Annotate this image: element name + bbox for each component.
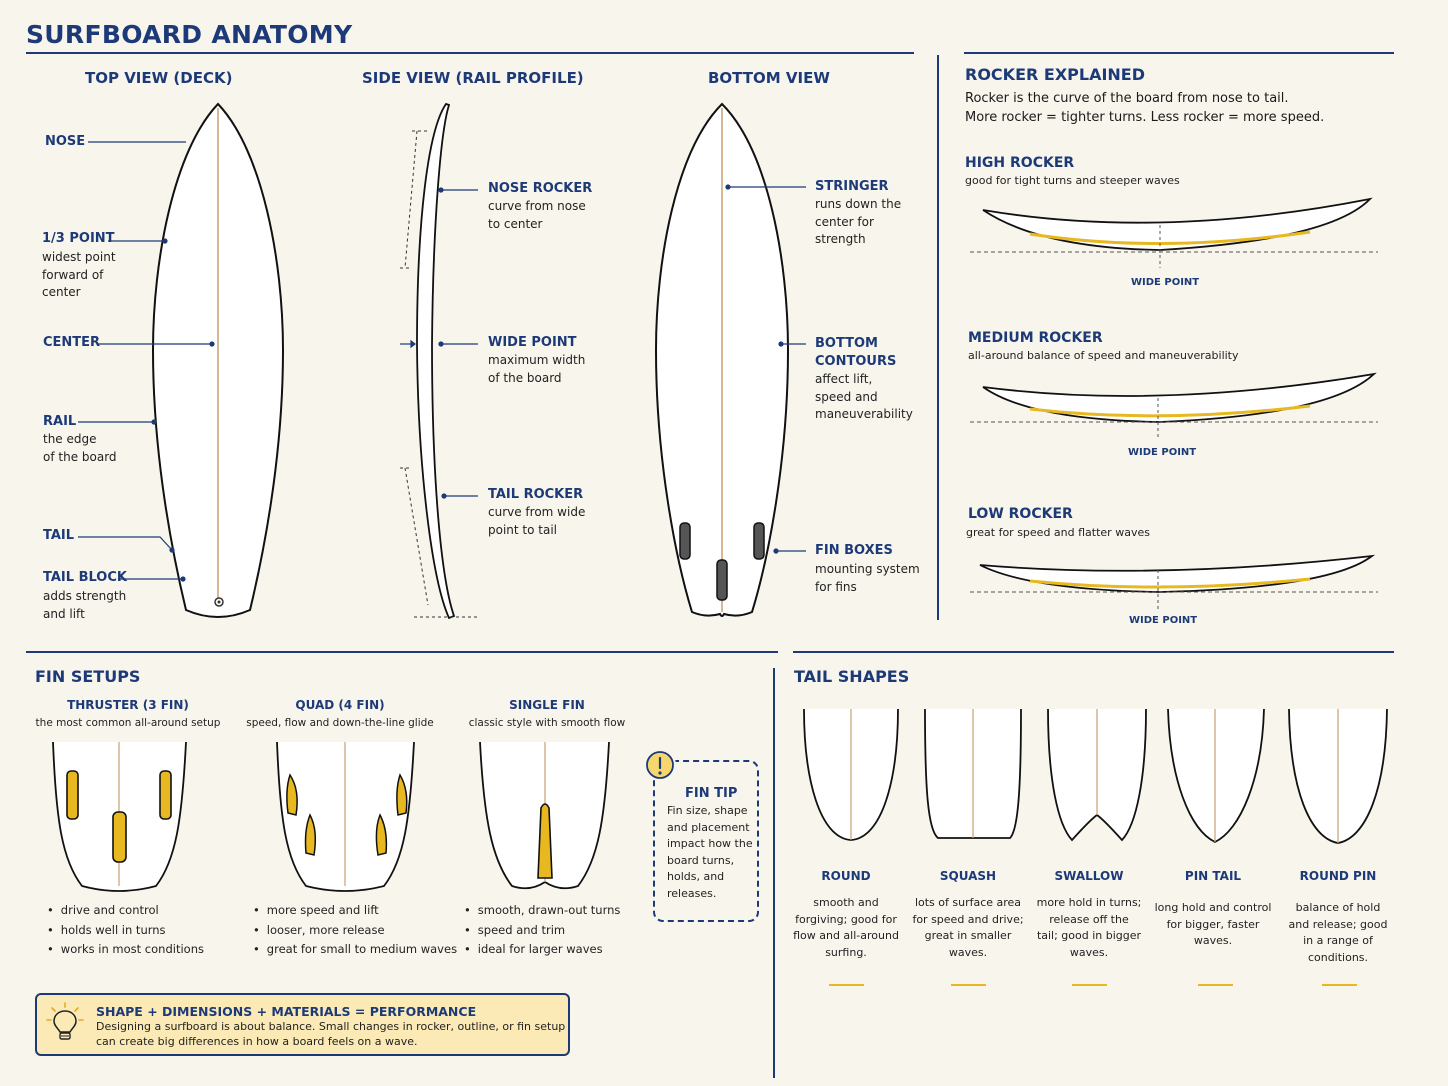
low-rocker-title: LOW ROCKER <box>968 506 1073 522</box>
label-tail: TAIL <box>43 528 75 543</box>
quad-desc: speed, flow and down-the-line glide <box>246 717 434 729</box>
top-view-board <box>78 102 285 618</box>
tails-rule <box>793 651 1394 653</box>
label-nose: NOSE <box>45 134 86 149</box>
top-view-heading: TOP VIEW (DECK) <box>85 69 233 87</box>
single-bullets: smooth, drawn-out turnsspeed and trimide… <box>464 901 621 960</box>
fins-rule <box>26 651 778 653</box>
divider-vertical-bottom <box>773 668 775 1078</box>
tail-swallow-title: SWALLOW <box>1054 869 1124 883</box>
tail-squash-title: SQUASH <box>939 869 997 883</box>
bottom-view-heading: BOTTOM VIEW <box>708 69 830 87</box>
low-rocker-wide-point: WIDE POINT <box>1129 615 1198 626</box>
warning-icon <box>644 749 676 781</box>
medium-rocker-profile <box>970 372 1378 440</box>
high-rocker-profile <box>970 197 1378 268</box>
single-desc: classic style with smooth flow <box>468 717 626 729</box>
thruster-title: THRUSTER (3 FIN) <box>67 698 189 712</box>
label-third-point: 1/3 POINT <box>42 231 115 246</box>
medium-rocker-title: MEDIUM ROCKER <box>968 330 1103 346</box>
medium-rocker-wide-point: WIDE POINT <box>1128 447 1197 458</box>
title-rule <box>26 52 914 54</box>
single-title: SINGLE FIN <box>509 698 585 712</box>
tail-round-title: ROUND <box>821 869 871 883</box>
lightbulb-icon <box>46 1002 84 1040</box>
page-title: SURFBOARD ANATOMY <box>26 20 353 49</box>
tail-pin-title: PIN TAIL <box>1184 869 1242 883</box>
low-rocker-profile <box>970 554 1378 610</box>
medium-rocker-desc: all-around balance of speed and maneuver… <box>968 349 1239 362</box>
tails-heading: TAIL SHAPES <box>794 667 910 686</box>
high-rocker-title: HIGH ROCKER <box>965 155 1075 171</box>
bottom-view-board <box>654 102 806 617</box>
performance-box <box>35 993 570 1056</box>
divider-vertical-top <box>937 55 939 620</box>
fin-setup-diagrams <box>52 741 610 892</box>
rocker-intro: Rocker is the curve of the board from no… <box>965 91 1325 125</box>
rocker-heading: ROCKER EXPLAINED <box>965 65 1146 84</box>
label-wide-point: WIDE POINT <box>488 335 577 350</box>
label-tail-block: TAIL BLOCK <box>43 570 127 585</box>
label-tail-rocker: TAIL ROCKER <box>488 487 584 502</box>
side-view-board <box>400 102 478 620</box>
fin-tip-title: FIN TIP <box>685 786 738 801</box>
rocker-rule <box>964 52 1394 54</box>
thruster-desc: the most common all-around setup <box>35 717 221 729</box>
fins-heading: FIN SETUPS <box>35 667 141 686</box>
tail-shape-diagrams <box>803 708 1388 986</box>
fin-tip-box <box>653 760 759 922</box>
tail-roundpin-title: ROUND PIN <box>1299 869 1377 883</box>
quad-title: QUAD (4 FIN) <box>295 698 385 712</box>
performance-text: Designing a surfboard is about balance. … <box>96 1020 566 1048</box>
label-fin-boxes: FIN BOXES <box>815 543 893 558</box>
side-view-heading: SIDE VIEW (RAIL PROFILE) <box>362 69 584 87</box>
low-rocker-desc: great for speed and flatter waves <box>966 526 1150 539</box>
performance-title: SHAPE + DIMENSIONS + MATERIALS = PERFORM… <box>96 1004 477 1019</box>
quad-bullets: more speed and liftlooser, more releaseg… <box>253 901 457 960</box>
label-center: CENTER <box>43 335 101 350</box>
thruster-bullets: drive and controlholds well in turnswork… <box>47 901 204 960</box>
label-stringer: STRINGER <box>815 179 889 194</box>
label-rail: RAIL <box>43 414 77 429</box>
label-nose-rocker: NOSE ROCKER <box>488 181 593 196</box>
high-rocker-wide-point: WIDE POINT <box>1131 277 1200 288</box>
high-rocker-desc: good for tight turns and steeper waves <box>965 174 1180 187</box>
